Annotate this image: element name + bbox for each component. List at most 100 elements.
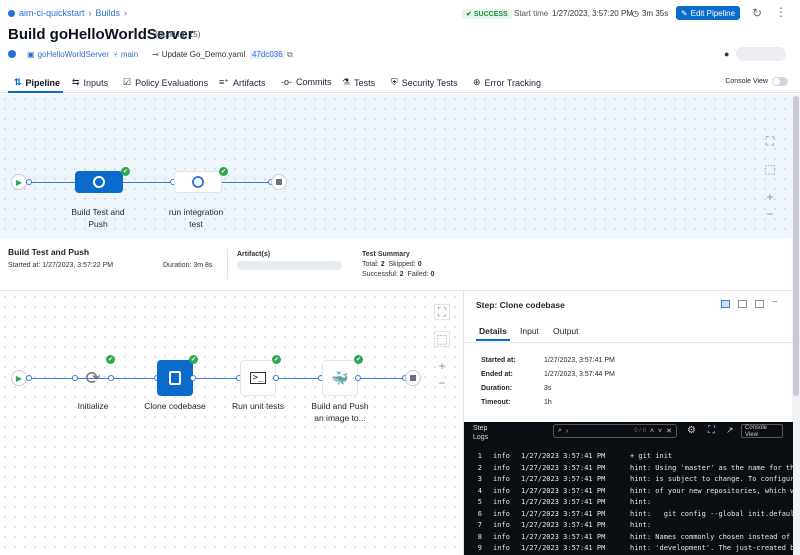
step-panel-title: Step: Clone codebase — [476, 300, 565, 310]
commit-message-text: Update Go_Demo.yaml — [162, 50, 246, 59]
external-link-icon[interactable]: ↗ — [726, 425, 734, 436]
connector-dot — [273, 375, 279, 381]
refresh-icon[interactable]: ↻ — [752, 6, 762, 20]
more-options-icon[interactable]: ⋮ — [775, 5, 787, 19]
tab-details[interactable]: Details — [479, 326, 507, 336]
log-search-input[interactable]: ⌕ › 0 / 0 ˄ ˅ ✕ — [553, 424, 677, 438]
zoom-out-icon[interactable]: − — [434, 375, 450, 391]
log-level: info — [493, 510, 510, 518]
step-build-and-push[interactable]: 🐳 — [322, 360, 358, 396]
pencil-icon: ✎ — [681, 9, 688, 18]
artifact-redacted — [237, 261, 342, 270]
connector-dot — [108, 375, 114, 381]
harness-icon — [8, 50, 16, 58]
log-level: info — [493, 475, 510, 483]
successful-value: 2 — [400, 271, 404, 278]
breadcrumb-builds-link[interactable]: Builds — [96, 8, 121, 18]
pipeline-graph[interactable]: ▶ ✔ ✔ Build Test andPush run integration… — [0, 94, 792, 238]
fit-to-screen-icon[interactable]: ⛶ — [762, 133, 778, 149]
repo-link[interactable]: ▣goHelloWorldServer — [27, 50, 109, 59]
fit-to-screen-icon[interactable]: ⛶ — [434, 304, 450, 320]
play-icon: ▶ — [16, 374, 22, 383]
tab-inputs[interactable]: ⇆Inputs — [72, 77, 108, 88]
branch-icon: ⑂ — [113, 50, 118, 59]
connector-dot — [190, 375, 196, 381]
started-label: Started at: — [481, 357, 516, 364]
toggle-switch[interactable] — [772, 77, 788, 86]
layout-right-icon[interactable] — [721, 300, 730, 308]
pipeline-end-node — [271, 174, 287, 190]
success-check-icon: ✔ — [189, 355, 198, 364]
stage-run-integration-test[interactable] — [174, 171, 222, 193]
tab-label: Commits — [296, 77, 332, 87]
timeout-value: 1h — [544, 399, 552, 406]
select-area-icon[interactable]: ⬚ — [434, 331, 450, 347]
success-check-icon: ✔ — [354, 355, 363, 364]
step-run-unit-tests[interactable]: >_ — [240, 360, 276, 396]
stage-build-test-push[interactable] — [75, 171, 123, 193]
tab-tests[interactable]: ⚗Tests — [342, 77, 375, 88]
edit-pipeline-button[interactable]: ✎Edit Pipeline — [676, 6, 740, 20]
timeout-label: Timeout: — [481, 399, 510, 406]
settings-icon[interactable]: ⚙ — [687, 425, 696, 436]
artifacts-label: Artifact(s) — [237, 251, 270, 258]
tab-security-tests[interactable]: ⛨Security Tests — [391, 77, 458, 88]
active-tab-indicator — [476, 339, 510, 341]
search-icon: ⌕ — [558, 427, 562, 435]
console-view-toggle[interactable]: Console View — [725, 77, 788, 86]
zoom-in-icon[interactable]: + — [762, 189, 778, 205]
tab-label: Policy Evaluations — [135, 78, 208, 88]
breadcrumb-project-link[interactable]: aim-ci-quickstart — [19, 8, 85, 18]
log-line-number: 6 — [474, 510, 482, 518]
layout-float-icon[interactable] — [755, 300, 764, 308]
step-graph[interactable]: ▶ ⟳ ✔ ✔ >_ ✔ 🐳 ✔ Initialize Clone codeba… — [0, 292, 463, 555]
tab-commits[interactable]: -o-Commits — [281, 77, 332, 87]
log-timestamp: 1/27/2023 3:57:41 PM — [521, 464, 605, 472]
active-tab-indicator — [8, 91, 63, 93]
stage-label-line1: Build Test and — [71, 207, 124, 217]
tab-error-tracking[interactable]: ⊕Error Tracking — [473, 77, 541, 88]
tab-pipeline[interactable]: ⇅Pipeline — [14, 77, 60, 88]
tab-input[interactable]: Input — [520, 326, 539, 336]
console-view-label: Console View — [725, 78, 768, 85]
connector-dot — [355, 375, 361, 381]
clone-icon — [169, 371, 181, 385]
close-icon[interactable]: ✕ — [666, 427, 672, 435]
chevron-down-icon[interactable]: ˅ — [658, 428, 662, 435]
step-logs-title: StepLogs — [473, 424, 488, 442]
step-initialize[interactable]: ⟳ — [75, 360, 111, 396]
tab-bar: ⇅Pipeline ⇆Inputs ☑Policy Evaluations ≡⁺… — [0, 71, 800, 93]
log-message: hint: Using 'master' as the name for th — [630, 464, 794, 472]
select-area-icon[interactable]: ⬚ — [762, 161, 778, 177]
tab-artifacts[interactable]: ≡⁺Artifacts — [219, 77, 266, 88]
chevron-up-icon[interactable]: ˄ — [650, 428, 654, 435]
log-message: hint: git config --global init.defaul — [630, 510, 794, 518]
step-clone-codebase[interactable] — [157, 360, 193, 396]
console-view-button[interactable]: ConsoleView — [741, 424, 783, 438]
log-level: info — [493, 533, 510, 541]
zoom-out-icon[interactable]: − — [762, 206, 778, 222]
layout-bottom-icon[interactable] — [738, 300, 747, 308]
step-label-line1: Build and Push — [311, 401, 368, 411]
zoom-in-icon[interactable]: + — [434, 358, 450, 374]
minimize-icon[interactable]: − — [772, 297, 778, 308]
connector-dot — [26, 375, 32, 381]
scrollbar-thumb[interactable] — [793, 96, 799, 396]
edit-pipeline-label: Edit Pipeline — [691, 9, 735, 18]
branch-link[interactable]: ⑂main — [113, 50, 138, 59]
log-line-number: 7 — [474, 521, 482, 529]
commit-sha[interactable]: 47dc036 — [250, 50, 285, 59]
step-label: Run unit tests — [218, 400, 298, 412]
copy-icon[interactable]: ⧉ — [287, 50, 293, 60]
ci-stage-icon — [192, 176, 204, 188]
step-label-line2: an image to... — [314, 413, 366, 423]
tab-output[interactable]: Output — [553, 326, 579, 336]
connector — [27, 182, 75, 183]
log-search-value: › — [566, 428, 630, 435]
tab-policy-evaluations[interactable]: ☑Policy Evaluations — [123, 77, 208, 88]
expand-icon[interactable]: ⛶ — [708, 425, 715, 436]
test-summary-title: Test Summary — [362, 251, 410, 258]
tab-label: Pipeline — [26, 78, 61, 88]
log-message: hint: of your new repositories, which w — [630, 487, 794, 495]
